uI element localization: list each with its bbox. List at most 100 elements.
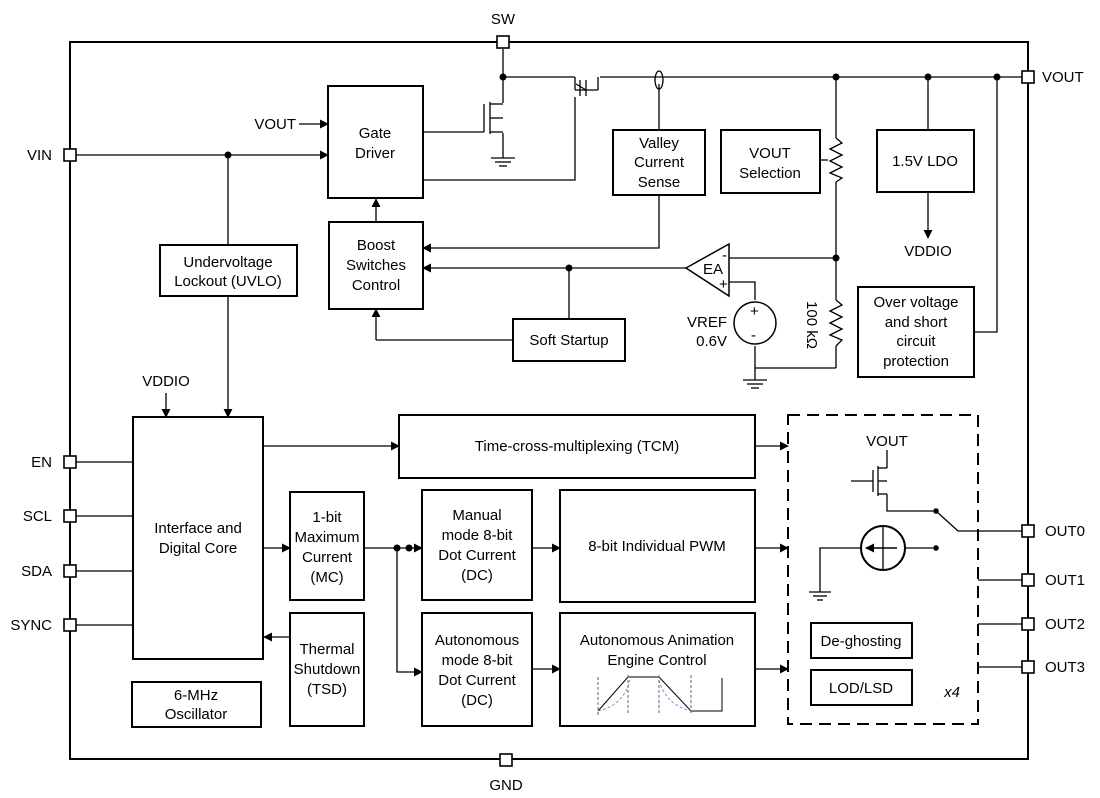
current-sink-symbol bbox=[809, 525, 933, 601]
osc-line: 6-MHz bbox=[174, 687, 218, 704]
vref-source: + - bbox=[733, 301, 777, 345]
vref-value-label: 0.6V bbox=[696, 333, 727, 350]
soft-startup-block bbox=[512, 318, 626, 362]
ovp-block bbox=[857, 286, 975, 378]
tsd-block bbox=[289, 612, 365, 727]
svg-text:+: + bbox=[750, 303, 759, 320]
pin-vin-label: VIN bbox=[27, 147, 52, 164]
manual-dc-block bbox=[421, 489, 533, 601]
ldo-line: 1.5V LDO bbox=[892, 153, 958, 170]
x4-label: x4 bbox=[943, 684, 960, 701]
boost-line: Control bbox=[352, 277, 400, 294]
valley-current-sense-block bbox=[612, 129, 706, 196]
lod-lsd-line: LOD/LSD bbox=[829, 680, 893, 697]
tsd-text: Thermal Shutdown (TSD) bbox=[294, 641, 361, 698]
auto-dc-line: Autonomous bbox=[435, 632, 519, 649]
channel-fet-symbol bbox=[851, 450, 933, 512]
mc-block bbox=[289, 491, 365, 601]
channel-vout-label: VOUT bbox=[866, 433, 908, 450]
deghosting-block bbox=[810, 622, 913, 659]
digital-core-text: Interface and Digital Core bbox=[154, 520, 242, 557]
lod-lsd-block bbox=[810, 669, 913, 706]
valley-line: Sense bbox=[638, 174, 681, 191]
vout-selection-block bbox=[720, 129, 821, 194]
deghosting-line: De-ghosting bbox=[821, 633, 902, 650]
pin-out1-label: OUT1 bbox=[1045, 572, 1085, 589]
tsd-line: Thermal bbox=[299, 641, 354, 658]
anim-line: Autonomous Animation bbox=[580, 632, 734, 649]
manual-dc-line: (DC) bbox=[461, 567, 493, 584]
pin-scl-label: SCL bbox=[23, 508, 52, 525]
pin-gnd-label: GND bbox=[489, 777, 523, 794]
mc-line: 1-bit bbox=[312, 509, 342, 526]
boost-control-block bbox=[328, 221, 424, 310]
osc-line: Oscillator bbox=[165, 706, 228, 723]
valley-line: Current bbox=[634, 154, 685, 171]
ea-label: EA bbox=[703, 261, 723, 278]
ground-symbol bbox=[491, 157, 515, 167]
auto-dc-line: mode 8-bit bbox=[442, 652, 514, 669]
tsd-line: Shutdown bbox=[294, 661, 361, 678]
valley-text: Valley Current Sense bbox=[634, 135, 685, 191]
ovp-line: Over voltage bbox=[873, 294, 958, 311]
ovp-line: circuit bbox=[896, 333, 936, 350]
gate-driver-text: Gate Driver bbox=[355, 125, 395, 162]
ldo-block bbox=[876, 129, 975, 193]
uvlo-line: Undervoltage bbox=[183, 254, 272, 271]
auto-dc-text: Autonomous mode 8-bit Dot Current (DC) bbox=[435, 632, 519, 709]
osc-text: 6-MHz Oscillator bbox=[165, 687, 228, 723]
anim-text: Autonomous Animation Engine Control bbox=[580, 632, 734, 669]
soft-startup-line: Soft Startup bbox=[529, 332, 608, 349]
manual-dc-line: mode 8-bit bbox=[442, 527, 514, 544]
wires bbox=[76, 49, 1022, 677]
high-side-fet-symbol bbox=[574, 77, 599, 96]
gate-driver-line: Driver bbox=[355, 145, 395, 162]
mc-line: Current bbox=[302, 549, 353, 566]
manual-dc-line: Dot Current bbox=[438, 547, 516, 564]
manual-dc-line: Manual bbox=[452, 507, 501, 524]
oscillator-block bbox=[131, 681, 262, 728]
boost-line: Switches bbox=[346, 257, 406, 274]
boost-line: Boost bbox=[357, 237, 396, 254]
mc-line: Maximum bbox=[294, 529, 359, 546]
vout-sel-line: VOUT bbox=[749, 145, 791, 162]
ovp-line: and short bbox=[885, 314, 948, 331]
uvlo-block bbox=[159, 244, 298, 297]
vddio-ldo-label: VDDIO bbox=[904, 243, 952, 260]
resistor-100k-symbol bbox=[828, 299, 844, 347]
valley-line: Valley bbox=[639, 135, 679, 152]
digital-core-block bbox=[132, 416, 264, 660]
junctions bbox=[224, 73, 1001, 552]
pin-sync-label: SYNC bbox=[10, 617, 52, 634]
resistor-value-label: 100 kΩ bbox=[803, 301, 820, 349]
boost-text: Boost Switches Control bbox=[346, 237, 406, 294]
pin-out3-label: OUT3 bbox=[1045, 659, 1085, 676]
channel-switch bbox=[933, 508, 959, 551]
pin-sda-label: SDA bbox=[21, 563, 52, 580]
gate-driver-block bbox=[327, 85, 424, 199]
pin-vout-label: VOUT bbox=[1042, 69, 1084, 86]
pin-out0-label: OUT0 bbox=[1045, 523, 1085, 540]
svg-text:-: - bbox=[722, 247, 727, 264]
mc-line: (MC) bbox=[310, 569, 343, 586]
vddio-core-label: VDDIO bbox=[142, 373, 190, 390]
digital-core-line: Interface and bbox=[154, 520, 242, 537]
ovp-text: Over voltage and short circuit protectio… bbox=[873, 294, 958, 370]
pwm-line: 8-bit Individual PWM bbox=[588, 538, 726, 555]
svg-text:+: + bbox=[719, 276, 728, 293]
ovp-line: protection bbox=[883, 353, 949, 370]
low-side-fet-symbol bbox=[483, 102, 503, 134]
auto-dc-block bbox=[421, 612, 533, 727]
pwm-block bbox=[559, 489, 756, 603]
svg-text:-: - bbox=[751, 327, 756, 344]
gate-driver-line: Gate bbox=[359, 125, 392, 142]
chip-outline bbox=[69, 41, 1029, 760]
current-sense-probe bbox=[654, 70, 664, 90]
auto-dc-line: (DC) bbox=[461, 692, 493, 709]
manual-dc-text: Manual mode 8-bit Dot Current (DC) bbox=[438, 507, 516, 584]
anim-line: Engine Control bbox=[607, 652, 706, 669]
error-amplifier: - + bbox=[684, 242, 730, 298]
ground-symbol bbox=[743, 379, 767, 389]
animation-waveform bbox=[597, 675, 723, 715]
